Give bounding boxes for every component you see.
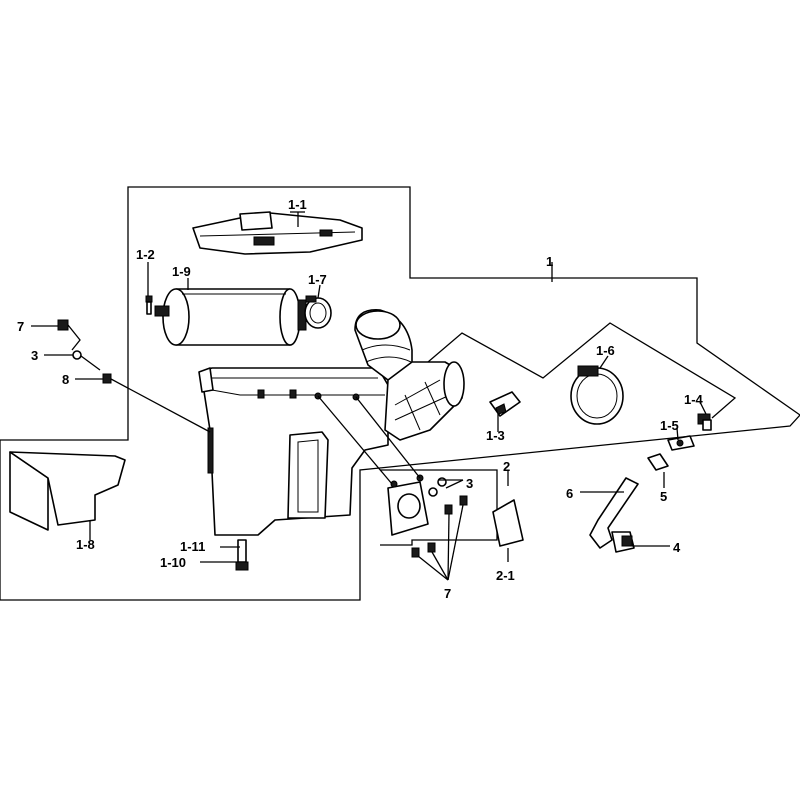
band-clamp-1-6-part bbox=[570, 365, 624, 425]
cover-2-1-part bbox=[492, 499, 524, 547]
intake-duct-part bbox=[354, 309, 465, 441]
label-1-1: 1-1 bbox=[288, 197, 307, 212]
label-7-left: 7 bbox=[17, 319, 24, 334]
clamp-group-boundary bbox=[427, 322, 737, 419]
label-4: 4 bbox=[673, 540, 681, 555]
leader-lines bbox=[31, 211, 707, 581]
small-fitting-1-5-part bbox=[667, 435, 695, 451]
label-2-1: 2-1 bbox=[496, 568, 515, 583]
outlet-plate-2-part bbox=[387, 474, 429, 536]
clip-5-part bbox=[647, 453, 669, 471]
drain-plug-part bbox=[235, 539, 249, 571]
label-3-right: 3 bbox=[466, 476, 473, 491]
bolt-7-left-part bbox=[57, 319, 81, 351]
assembly-2-boundary bbox=[380, 469, 498, 546]
nut-8-part bbox=[102, 373, 112, 384]
small-fitting-1-4-part bbox=[697, 413, 712, 431]
label-5: 5 bbox=[660, 489, 667, 504]
label-1-3: 1-3 bbox=[486, 428, 505, 443]
label-1-2: 1-2 bbox=[136, 247, 155, 262]
band-clamp-1-7-part bbox=[304, 295, 332, 329]
label-1-4: 1-4 bbox=[684, 392, 704, 407]
label-1: 1 bbox=[546, 254, 553, 269]
label-1-10: 1-10 bbox=[160, 555, 186, 570]
bracket-1-8-part bbox=[9, 451, 126, 531]
washer-3-part bbox=[428, 477, 447, 497]
label-1-6: 1-6 bbox=[596, 343, 615, 358]
label-7-bottom: 7 bbox=[444, 586, 451, 601]
label-1-8: 1-8 bbox=[76, 537, 95, 552]
label-2: 2 bbox=[503, 459, 510, 474]
washer-3-left-part bbox=[72, 350, 101, 371]
filter-cover-part bbox=[192, 211, 363, 255]
clip-1-3-part bbox=[489, 391, 521, 417]
label-1-9: 1-9 bbox=[172, 264, 191, 279]
filter-element-part bbox=[162, 288, 307, 346]
label-1-11: 1-11 bbox=[180, 539, 205, 554]
label-1-5: 1-5 bbox=[660, 418, 679, 433]
label-1-7: 1-7 bbox=[308, 272, 327, 287]
label-8: 8 bbox=[62, 372, 69, 387]
assembly-1-boundary bbox=[0, 186, 800, 601]
label-6: 6 bbox=[566, 486, 573, 501]
screw-1-2-part bbox=[145, 295, 170, 317]
air-box-housing-part bbox=[198, 367, 389, 536]
label-3-left: 3 bbox=[31, 348, 38, 363]
drain-hose-6-part bbox=[589, 477, 639, 553]
